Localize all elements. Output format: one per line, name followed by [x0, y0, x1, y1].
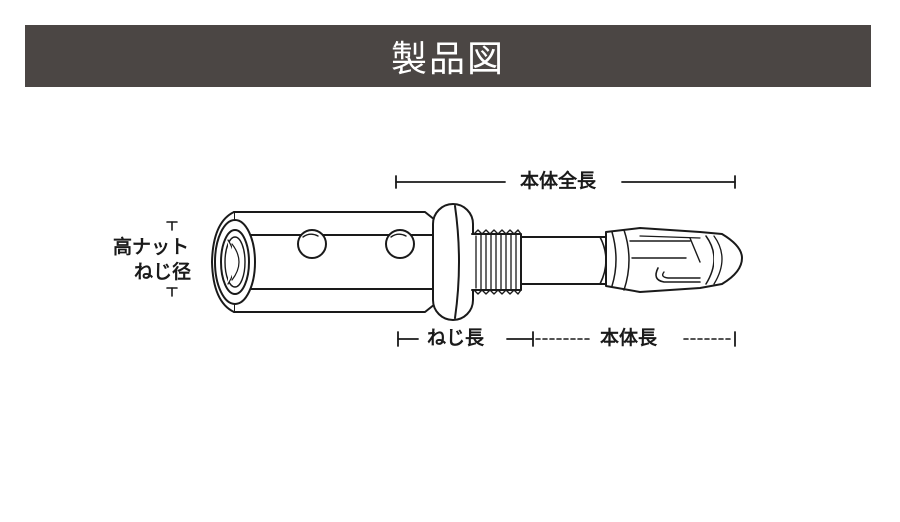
- label-thread-length: ねじ長: [427, 327, 485, 349]
- threaded-section: [471, 229, 522, 295]
- dimension-line-total-length: [395, 175, 736, 189]
- label-body-length: 本体長: [600, 327, 658, 349]
- title-banner: 製品図: [25, 25, 871, 87]
- label-height-nut: 高ナット: [113, 236, 190, 258]
- bolt-shaft: [520, 236, 607, 285]
- label-body-total-length: 本体全長: [520, 170, 597, 192]
- hex-nut: [211, 211, 451, 313]
- washer: [432, 203, 474, 321]
- dimension-line-nut-diameter: [166, 221, 178, 297]
- page-title: 製品図: [390, 39, 505, 80]
- expansion-sleeve: [605, 227, 743, 293]
- label-thread-diameter: ねじ径: [134, 261, 192, 283]
- dimension-line-thread-length: [397, 331, 534, 347]
